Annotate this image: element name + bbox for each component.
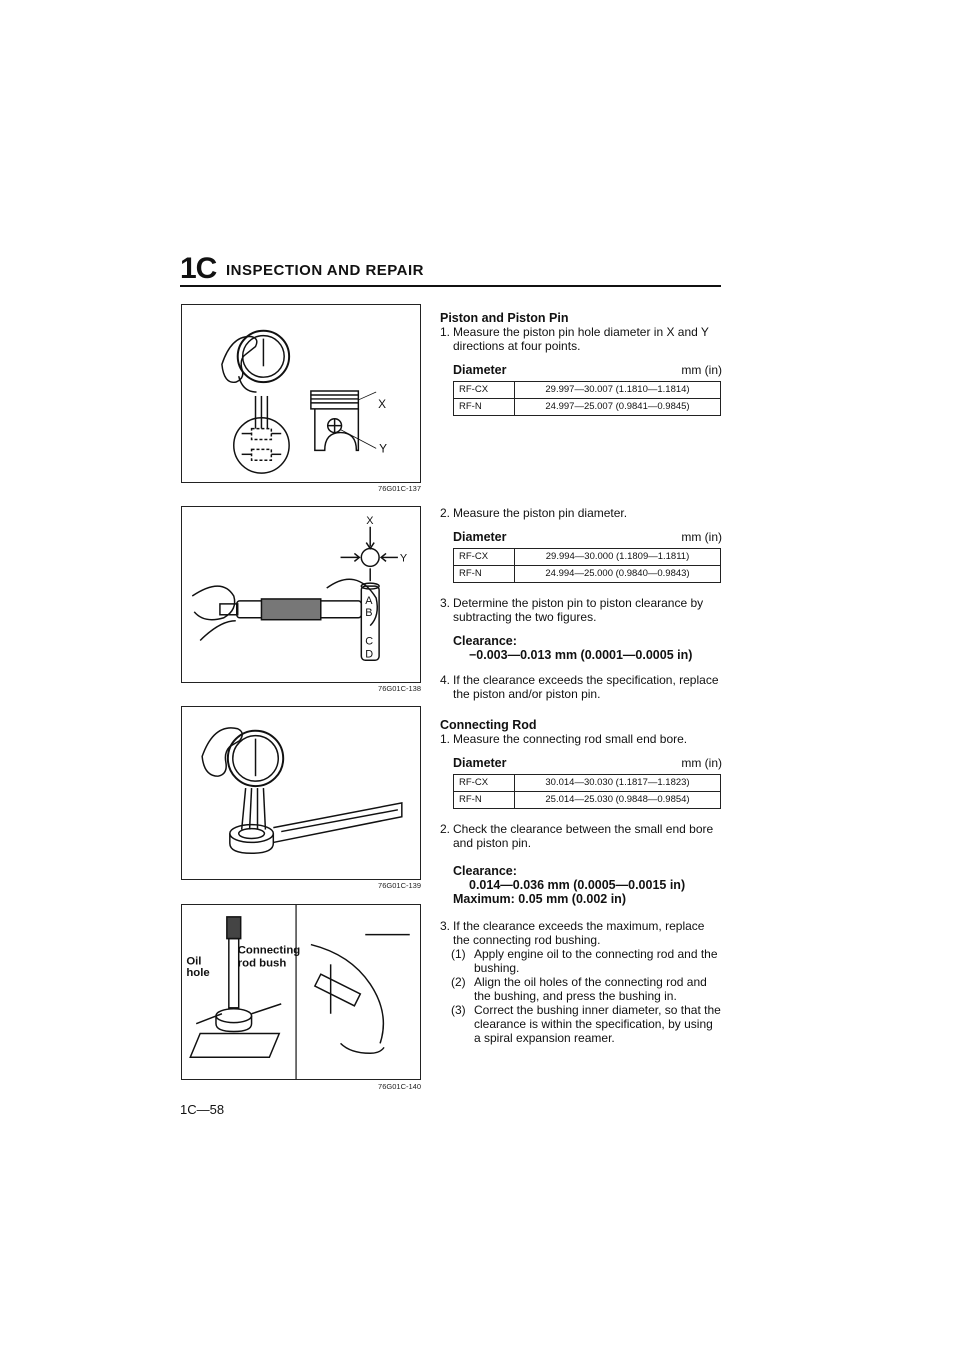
table-row: RF-N 24.997—25.007 (0.9841—0.9845)	[453, 398, 721, 416]
label-y: Y	[400, 552, 407, 564]
bushing-illustration: Oil hole Connecting rod bush	[186, 905, 410, 1079]
substep: (1) Apply engine oil to the connecting r…	[451, 947, 718, 975]
label-hole: hole	[186, 967, 209, 979]
micrometer-illustration: X Y A B C D	[191, 515, 407, 661]
figure-pin-micrometer: X Y A B C D	[181, 506, 421, 683]
clearance-spec: Clearance: 0.014—0.036 mm (0.0005—0.0015…	[453, 864, 686, 906]
spec-table: RF-CX 29.997—30.007 (1.1810—1.1814) RF-N…	[453, 381, 721, 416]
substep: (3) Correct the bushing inner diameter, …	[451, 1003, 721, 1045]
diameter-header: Diameter mm (in)	[453, 530, 722, 544]
label-x: X	[366, 515, 374, 527]
step: 2. Check the clearance between the small…	[440, 822, 714, 850]
label-a: A	[365, 595, 373, 607]
page-number: 1C—58	[180, 1102, 225, 1117]
header-rule	[180, 285, 721, 287]
diameter-header: Diameter mm (in)	[453, 756, 722, 770]
label-x: X	[378, 397, 386, 411]
figure-caption: 76G01C-139	[378, 881, 421, 890]
section-heading: Connecting Rod	[440, 718, 537, 732]
figure-caption: 76G01C-138	[378, 684, 421, 693]
label-y: Y	[379, 441, 387, 455]
rod-bore-illustration	[201, 727, 403, 855]
piston-bore-illustration: X Y	[221, 329, 387, 474]
table-row: RF-CX 30.014—30.030 (1.1817—1.1823)	[453, 774, 721, 792]
diameter-header: Diameter mm (in)	[453, 363, 722, 377]
step: 4. If the clearance exceeds the specific…	[440, 673, 719, 701]
section-heading: Piston and Piston Pin	[440, 311, 569, 325]
label-b: B	[365, 607, 372, 619]
step: 1. Measure the piston pin hole diameter …	[440, 325, 709, 353]
piston-section: Piston and Piston Pin 1. Measure the pis…	[440, 311, 722, 416]
table-row: RF-N 25.014—25.030 (0.9848—0.9854)	[453, 791, 721, 809]
label-c: C	[365, 635, 373, 647]
figure-caption: 76G01C-140	[378, 1082, 421, 1091]
section-number: 1C	[180, 252, 217, 285]
substep: (2) Align the oil holes of the connectin…	[451, 975, 707, 1003]
table-row: RF-CX 29.997—30.007 (1.1810—1.1814)	[453, 381, 721, 399]
figure-rod-bore	[181, 706, 421, 880]
rod-section: Connecting Rod 1. Measure the connecting…	[440, 718, 722, 1045]
figure-caption: 76G01C-137	[378, 484, 421, 493]
spec-table: RF-CX 30.014—30.030 (1.1817—1.1823) RF-N…	[453, 774, 721, 809]
step: 2. Measure the piston pin diameter.	[440, 506, 628, 520]
label-connecting: Connecting	[238, 944, 301, 956]
table-row: RF-N 24.994—25.000 (0.9840—0.9843)	[453, 565, 721, 583]
figure-piston-bore: X Y	[181, 304, 421, 483]
spec-table: RF-CX 29.994—30.000 (1.1809—1.1811) RF-N…	[453, 548, 721, 583]
label-rod-bush: rod bush	[238, 957, 287, 969]
figure-bushing: Oil hole Connecting rod bush	[181, 904, 421, 1080]
step: 3. If the clearance exceeds the maximum,…	[440, 919, 705, 947]
label-oil: Oil	[186, 955, 201, 967]
page-title: INSPECTION AND REPAIR	[226, 262, 425, 279]
piston-section-cont: 2. Measure the piston pin diameter. Diam…	[440, 506, 722, 701]
label-d: D	[365, 648, 373, 660]
step: 3. Determine the piston pin to piston cl…	[440, 596, 704, 624]
table-row: RF-CX 29.994—30.000 (1.1809—1.1811)	[453, 548, 721, 566]
step: 1. Measure the connecting rod small end …	[440, 732, 688, 746]
clearance-spec: Clearance: −0.003—0.013 mm (0.0001—0.000…	[453, 634, 693, 662]
